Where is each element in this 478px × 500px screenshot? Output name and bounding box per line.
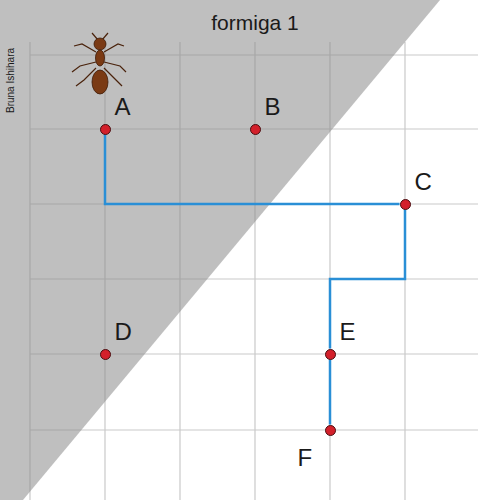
title: formiga 1 <box>211 12 299 33</box>
point-letter: F <box>298 446 313 470</box>
ant-path <box>330 210 405 349</box>
point-letter: A <box>115 95 131 119</box>
grid-point: C <box>400 199 411 210</box>
grid-point: A <box>100 124 111 135</box>
ant-path <box>105 135 400 205</box>
ant-path <box>329 360 332 425</box>
grid-point: F <box>325 425 336 436</box>
shaded-region <box>0 0 440 500</box>
grid-point: D <box>100 349 111 360</box>
credit-label: Bruna Ishihara <box>6 48 16 113</box>
grid-point: E <box>325 349 336 360</box>
grid-point: B <box>250 124 261 135</box>
point-letter: C <box>415 170 432 194</box>
point-letter: B <box>265 95 281 119</box>
point-letter: D <box>115 320 132 344</box>
point-letter: E <box>340 320 356 344</box>
